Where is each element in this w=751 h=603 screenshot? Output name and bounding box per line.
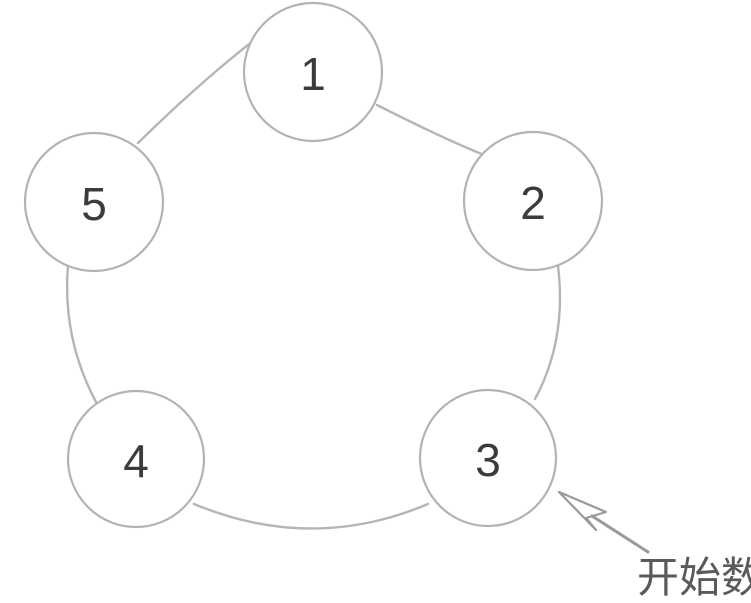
node-3-circle[interactable] xyxy=(418,388,558,528)
edge-3-to-4 xyxy=(192,502,430,530)
node-5-label: 5 xyxy=(81,178,107,230)
node-group: 1 2 3 4 5 xyxy=(23,1,604,529)
edge-2-to-3 xyxy=(533,264,562,401)
start-pointer-annotation: 开始数 xyxy=(557,490,751,602)
node-1-circle[interactable] xyxy=(242,1,384,143)
edge-1-to-2 xyxy=(375,103,491,159)
edge-4-to-5 xyxy=(65,263,98,404)
node-4-label: 4 xyxy=(123,435,149,487)
start-pointer-label: 开始数 xyxy=(637,553,751,602)
node-2[interactable]: 2 xyxy=(462,130,604,272)
node-3-label: 3 xyxy=(475,434,501,486)
node-5-circle[interactable] xyxy=(23,131,165,273)
edge-5-to-1 xyxy=(136,35,260,145)
arrow-shaft-icon xyxy=(590,514,650,554)
node-1-label: 1 xyxy=(300,48,326,100)
edge-group xyxy=(65,35,562,530)
node-4-circle[interactable] xyxy=(66,389,206,529)
node-2-label: 2 xyxy=(520,177,546,229)
node-1[interactable]: 1 xyxy=(242,1,384,143)
node-3[interactable]: 3 xyxy=(418,388,558,528)
arrow-head-icon xyxy=(557,490,608,532)
node-2-circle[interactable] xyxy=(462,130,604,272)
node-4[interactable]: 4 xyxy=(66,389,206,529)
node-5[interactable]: 5 xyxy=(23,131,165,273)
